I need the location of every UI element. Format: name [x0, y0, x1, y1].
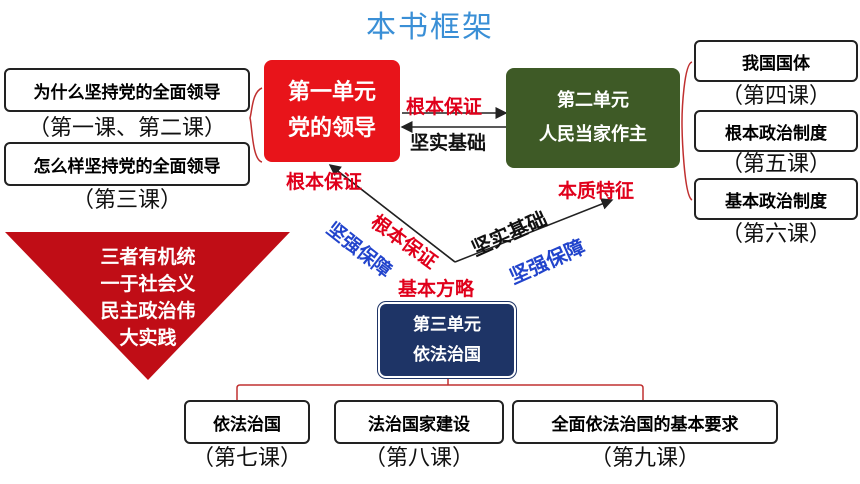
label-u1-below: 根本保证 [286, 171, 363, 193]
triangle-line: 三者有机统 [100, 246, 196, 268]
unit1-box: 第一单元 党的领导 [264, 60, 400, 162]
label-right-red: 本质特征 [558, 180, 635, 202]
unit2-line1: 第二单元 [557, 90, 629, 111]
unit1-line1: 第一单元 [287, 80, 376, 105]
right-item-lesson: （第六课） [720, 222, 831, 247]
left-item-box: 怎么样坚持党的全面领导 [4, 142, 250, 186]
bottom-item-lesson: （第九课） [589, 446, 700, 471]
right-item-box: 我国国体 [694, 40, 858, 82]
label-bottom-red: 基本方略 [398, 278, 475, 300]
right-item-lesson: （第五课） [720, 152, 831, 177]
arrow-left-up [328, 164, 456, 263]
page-title: 本书框架 [366, 10, 494, 45]
left-item-lesson: （第一课、第二课） [27, 116, 226, 141]
triangle-line: 民主政治伟 [100, 300, 196, 322]
unit2-box: 第二单元 人民当家作主 [506, 68, 680, 168]
bottom-item-lesson: （第七课） [191, 446, 302, 471]
bottom-item-box: 法治国家建设 [334, 400, 504, 444]
unit2-line2: 人民当家作主 [539, 124, 647, 145]
right-item-box: 基本政治制度 [694, 178, 858, 220]
unit3-line1: 第三单元 [413, 315, 481, 335]
unit3-box: 第三单元 依法治国 [378, 302, 516, 378]
bottom-item-box: 依法治国 [184, 400, 310, 444]
right-item-lesson: （第四课） [720, 84, 831, 109]
summary-triangle [5, 232, 290, 380]
unit1-line2: 党的领导 [287, 116, 376, 141]
triangle-text: 三者有机统 一于社会义 民主政治伟 大实践 [58, 244, 238, 352]
arrow-right-up [454, 198, 614, 263]
bottom-item-box: 全面依法治国的基本要求 [512, 400, 778, 444]
label-top-back: 坚实基础 [410, 132, 487, 154]
right-item-box: 根本政治制度 [694, 110, 858, 152]
unit3-line2: 依法治国 [413, 345, 481, 365]
left-item-lesson: （第三课） [71, 188, 182, 213]
triangle-line: 大实践 [119, 327, 177, 349]
bottom-bracket [236, 384, 644, 400]
label-top-forward: 根本保证 [406, 96, 483, 118]
bottom-item-lesson: （第八课） [363, 446, 474, 471]
right-bracket [681, 61, 693, 201]
left-bracket [249, 87, 263, 163]
triangle-line: 一于社会义 [100, 273, 196, 295]
left-item-box: 为什么坚持党的全面领导 [4, 68, 250, 112]
